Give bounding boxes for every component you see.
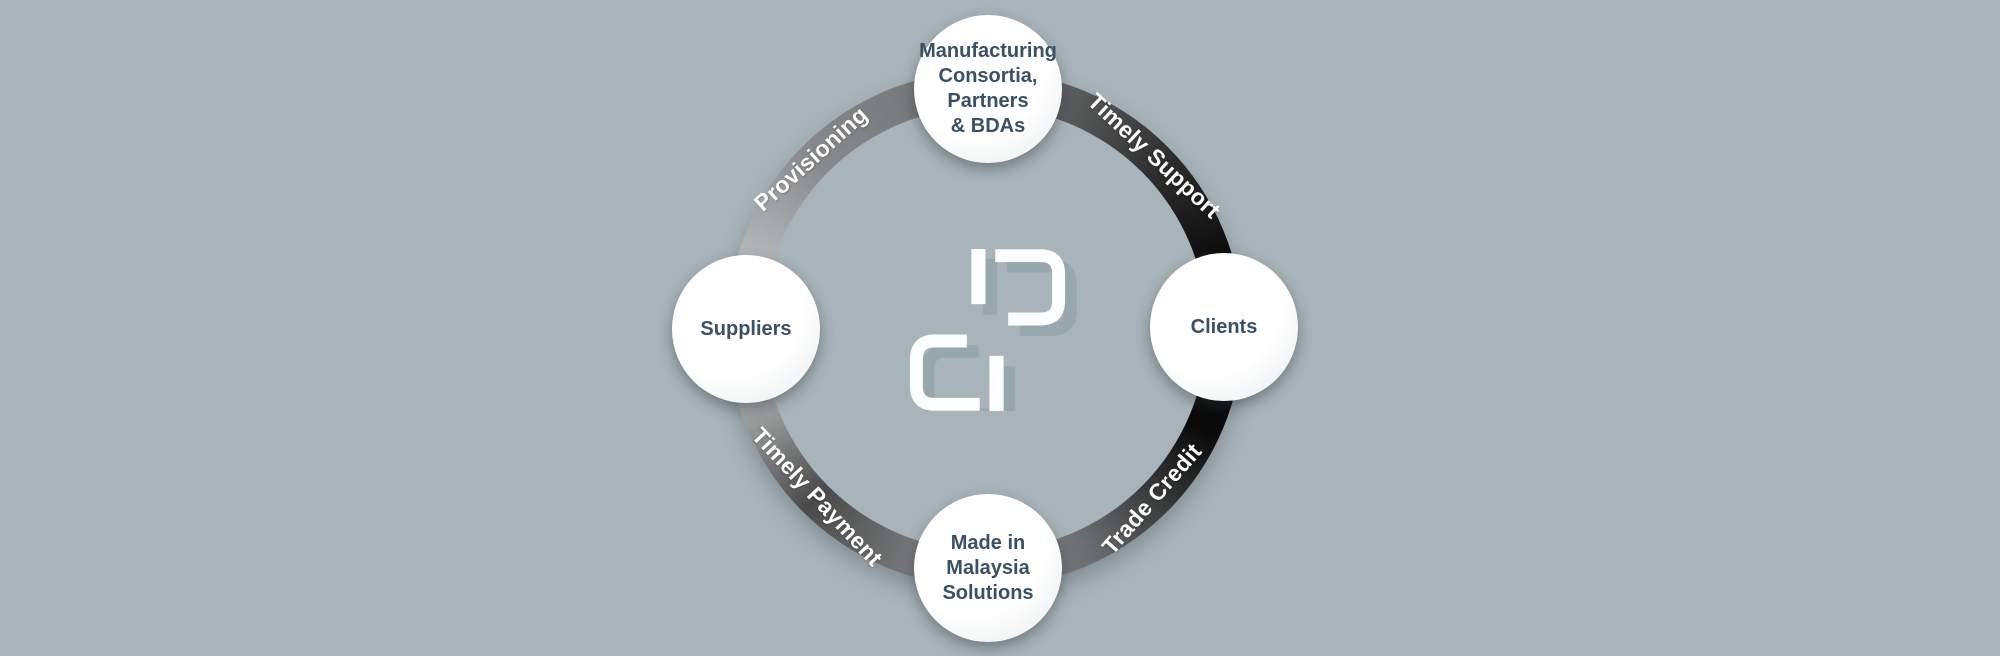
node-clients: Clients	[1150, 253, 1298, 401]
node-suppliers-label: Suppliers	[700, 317, 792, 340]
node-clients-label: Clients	[1190, 315, 1258, 338]
node-manufacturing-consortia-label: Manufacturing Consortia, Partners & BDAs	[919, 40, 1057, 137]
node-made-in-malaysia-solutions-label: Made in Malaysia Solutions	[942, 531, 1034, 604]
page-bottom-edge	[0, 656, 2000, 660]
node-suppliers: Suppliers	[672, 255, 820, 403]
node-manufacturing-consortia: Manufacturing Consortia, Partners & BDAs	[914, 15, 1062, 163]
ring-hole	[763, 107, 1207, 551]
center-logo-icon	[897, 249, 1078, 411]
node-made-in-malaysia-solutions: Made in Malaysia Solutions	[914, 494, 1062, 642]
